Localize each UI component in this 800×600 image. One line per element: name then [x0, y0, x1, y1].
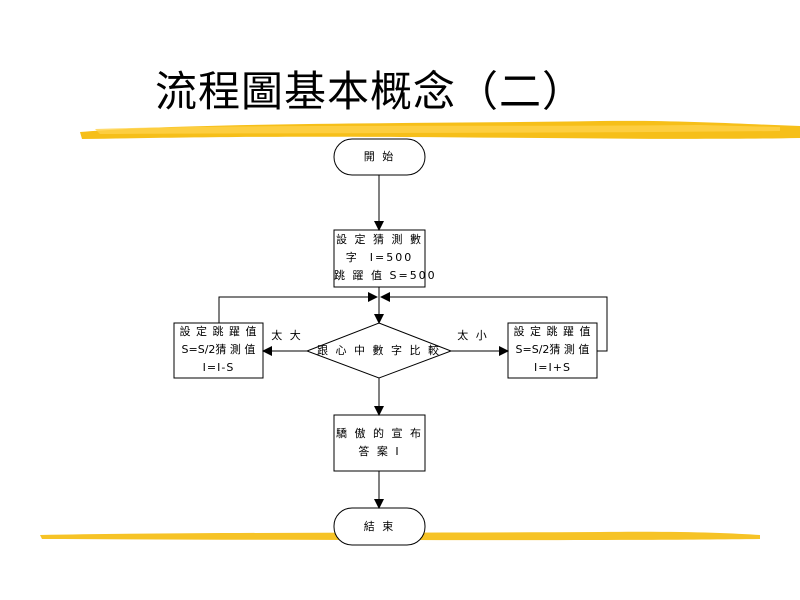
page-title: 流程圖基本概念（二） — [155, 67, 586, 116]
init-process-box — [333, 229, 426, 288]
loop-right-feedback — [380, 292, 608, 352]
init-label-line1: 設 定 猜 測 數 — [336, 233, 423, 246]
result-label-line1: 驕 傲 的 宣 布 — [336, 427, 423, 440]
init-label-line3: 跳 躍 值 S=500 — [334, 269, 437, 282]
top-brush-stroke — [80, 120, 800, 139]
end-label: 結 束 — [363, 520, 396, 533]
init-label-line2: 字 I=500 — [345, 251, 414, 264]
too-small-label-line2: S=S/2猜 測 值 — [515, 343, 590, 356]
edge-label-too-big: 太 大 — [271, 329, 303, 342]
result-process-box — [333, 414, 426, 472]
compare-label: 跟 心 中 數 字 比 較 — [317, 344, 441, 357]
too-small-label-line1: 設 定 跳 躍 值 — [513, 325, 592, 338]
start-label: 開 始 — [363, 150, 396, 163]
too-big-label-line2: S=S/2猜 測 值 — [181, 343, 256, 356]
loop-left-feedback — [218, 292, 378, 323]
too-small-label-line3: I=I+S — [534, 361, 571, 374]
too-big-label-line1: 設 定 跳 躍 值 — [179, 325, 258, 338]
result-label-line2: 答 案 I — [358, 445, 401, 458]
too-big-label-line3: I=I-S — [202, 361, 235, 374]
edge-label-too-small: 太 小 — [457, 329, 489, 342]
